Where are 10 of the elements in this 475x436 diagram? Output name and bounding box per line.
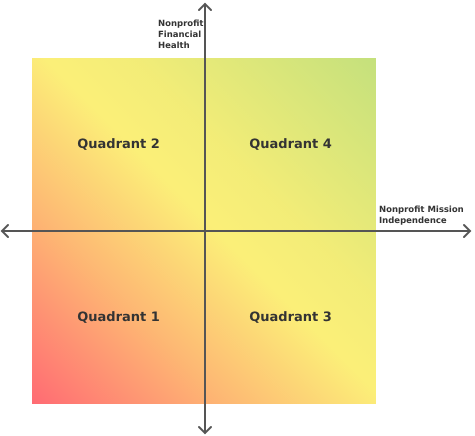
quadrant-area xyxy=(205,231,376,404)
quadrant-label: Quadrant 4 xyxy=(249,137,332,152)
quadrant-area xyxy=(32,58,205,231)
axis-label: Nonprofit Financial Health xyxy=(158,19,204,52)
quadrant-label: Quadrant 1 xyxy=(77,310,160,325)
quadrant-area xyxy=(32,231,205,404)
quadrant-area xyxy=(205,58,376,231)
quadrant-label: Quadrant 2 xyxy=(77,137,160,152)
quadrant-label: Quadrant 3 xyxy=(249,310,332,325)
axis-label: Nonprofit Mission Independence xyxy=(379,205,465,227)
